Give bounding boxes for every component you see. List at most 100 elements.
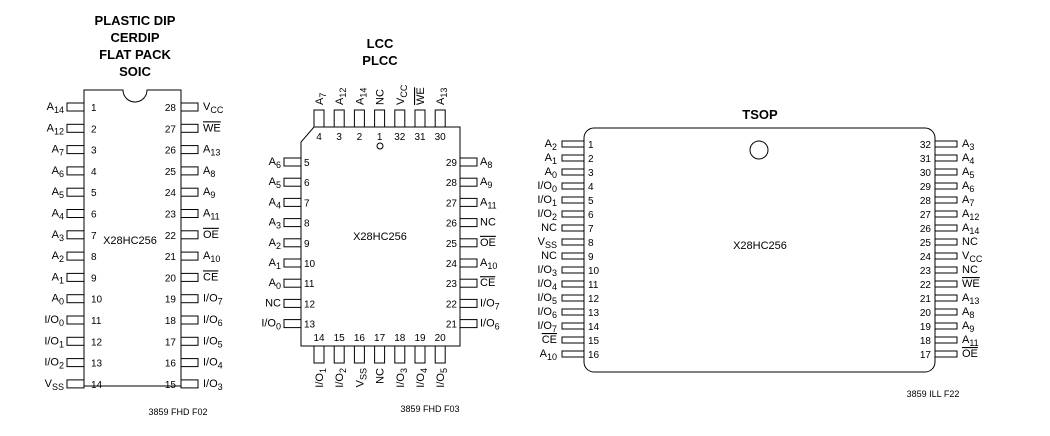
- signal-base: A: [545, 166, 553, 178]
- tsop-pin-4-signal-io0: I/O0: [537, 180, 557, 194]
- dip-pin-19-signal-io7: I/O7: [203, 293, 223, 307]
- tsop-pin-13-lead: [561, 308, 585, 316]
- dip-left-pins: 1A142A123A74A65A56A47A38A29A110A011I/O01…: [44, 101, 102, 392]
- dip-pin-17-lead: [180, 336, 199, 346]
- dip-pin-23-lead: [180, 209, 199, 218]
- tsop-pin-number-5: 5: [588, 196, 594, 207]
- tsop-pin-21-signal-a13: A13: [962, 292, 979, 306]
- tsop-pin-number-22: 22: [920, 280, 932, 291]
- tsop-pin-number-15: 15: [588, 336, 600, 347]
- tsop-pin-number-4: 4: [588, 182, 594, 193]
- tsop-pin-9-signal-nc: NC: [541, 250, 557, 262]
- signal-subscript: 5: [59, 190, 64, 200]
- lcc-top-label-31: WE: [415, 87, 427, 105]
- tsop-pin-19-lead: [934, 322, 958, 330]
- dip-pin-24-lead: [180, 187, 199, 197]
- lcc-pin-18-lead: [394, 345, 406, 364]
- signal-base: A: [269, 217, 277, 229]
- lcc-pin-6-lead: [283, 177, 302, 187]
- signal-subscript: 3: [552, 268, 557, 278]
- signal-subscript: 4: [59, 212, 64, 222]
- tsop-pin-18-lead: [934, 336, 958, 344]
- signal-base: I/O: [44, 314, 59, 326]
- tsop-pin-29-lead: [934, 182, 958, 190]
- tsop-pin-14-lead: [561, 322, 585, 330]
- signal-subscript: 5: [276, 180, 281, 190]
- lcc-pin-19-signal-io4: I/O4: [415, 368, 429, 388]
- signal-base: V: [395, 97, 407, 105]
- dip-pin-number-3: 3: [91, 146, 97, 157]
- lcc-pin-17-lead: [374, 345, 386, 364]
- dip-pin-14-lead: [66, 379, 85, 389]
- tsop-pin-number-10: 10: [588, 266, 600, 277]
- dip-figure-number: 3859 FHD F02: [148, 407, 207, 417]
- tsop-pin-number-26: 26: [920, 224, 932, 235]
- lcc-pin-number-23: 23: [446, 279, 458, 290]
- signal-base: A: [52, 229, 60, 241]
- signal-base: I/O: [537, 306, 552, 318]
- signal-subscript: 7: [218, 297, 223, 307]
- lcc-bottom-label-15: I/O2: [334, 368, 348, 388]
- lcc-pin-number-15: 15: [334, 333, 346, 344]
- lcc-pin-31-signal-we: WE: [415, 87, 427, 105]
- tsop-pin-6-lead: [561, 210, 585, 218]
- lcc-pin-number-9: 9: [304, 239, 310, 250]
- dip-pin-9-signal-a1: A1: [52, 271, 64, 285]
- signal-subscript: 3: [969, 142, 974, 152]
- lcc-pin-10-signal-a1: A1: [269, 257, 281, 271]
- signal-subscript: 7: [318, 93, 328, 98]
- signal-base: A: [962, 334, 970, 346]
- signal-base: V: [203, 101, 211, 113]
- lcc-pin-number-29: 29: [446, 158, 458, 169]
- lcc-pin-number-19: 19: [414, 333, 426, 344]
- dip-pin-16-signal-io4: I/O4: [203, 357, 223, 371]
- lcc-pin-27-lead: [459, 197, 478, 207]
- lcc-pin-1-lead: [374, 109, 386, 128]
- dip-pin-28-signal-vcc: VCC: [203, 101, 224, 115]
- lcc-pin-20-lead: [434, 345, 446, 364]
- tsop-pin-20-signal-a8: A8: [962, 306, 974, 320]
- tsop-package-group: TSOP X28HC256 1A22A13A04I/O05I/O16I/O27N…: [537, 107, 983, 399]
- tsop-pin-number-12: 12: [588, 294, 600, 305]
- tsop-pin-number-8: 8: [588, 238, 594, 249]
- signal-subscript: 14: [969, 226, 979, 236]
- tsop-chip-name: X28HC256: [733, 240, 787, 252]
- signal-base: A: [962, 152, 970, 164]
- dip-pin-number-1: 1: [91, 103, 97, 114]
- dip-pin-2-lead: [66, 123, 85, 133]
- lcc-pin-24-lead: [459, 258, 478, 268]
- lcc-pin-number-13: 13: [304, 320, 316, 331]
- lcc-pin-14-signal-io1: I/O1: [314, 368, 328, 388]
- signal-base: OE: [203, 229, 219, 241]
- dip-pin-8-signal-a2: A2: [52, 250, 64, 264]
- dip-pin-15-signal-io3: I/O3: [203, 378, 223, 392]
- signal-base: A: [203, 208, 211, 220]
- signal-base: A: [435, 97, 447, 105]
- signal-base: I/O: [334, 373, 346, 388]
- dip-pin-number-26: 26: [165, 146, 177, 157]
- signal-base: A: [962, 166, 970, 178]
- tsop-pin-27-lead: [934, 210, 958, 218]
- lcc-pin-number-31: 31: [414, 132, 426, 143]
- signal-base: A: [480, 196, 488, 208]
- lcc-pin-5-signal-a6: A6: [269, 156, 281, 170]
- tsop-pin-21-lead: [934, 294, 958, 302]
- tsop-pin-number-28: 28: [920, 196, 932, 207]
- lcc-pin-number-11: 11: [304, 279, 315, 290]
- tsop-pin-27-signal-a12: A12: [962, 208, 979, 222]
- signal-base: CE: [203, 271, 218, 283]
- lcc-pin-4-lead: [313, 109, 325, 128]
- signal-subscript: 4: [218, 361, 223, 371]
- signal-subscript: 1: [318, 368, 328, 373]
- signal-subscript: 14: [54, 105, 64, 115]
- lcc-package-group: LCC PLCC X28HC256 4A73A122A141NC32VCC31W…: [261, 36, 499, 414]
- tsop-pin-1-signal-a2: A2: [545, 138, 557, 152]
- signal-subscript: 6: [276, 160, 281, 170]
- lcc-pin-number-10: 10: [304, 259, 316, 270]
- dip-pin-22-lead: [180, 230, 199, 240]
- tsop-pin-32-lead: [934, 140, 958, 148]
- lcc-pin-21-lead: [459, 319, 478, 329]
- signal-subscript: 2: [59, 361, 64, 371]
